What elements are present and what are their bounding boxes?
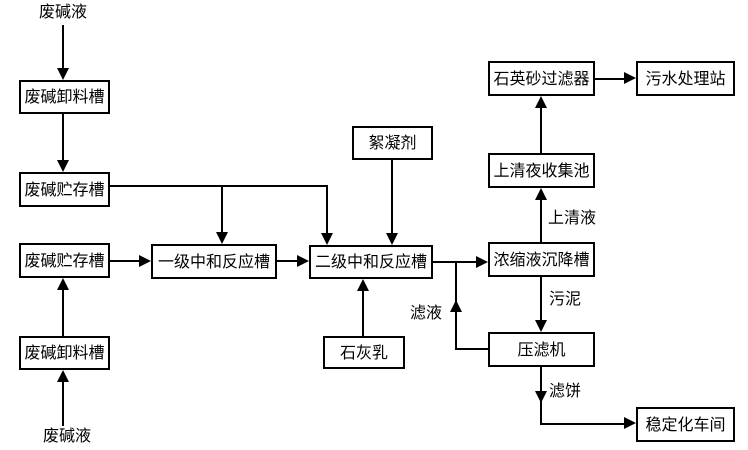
connector-unloadtop-storagetop-line: [62, 114, 64, 162]
edge-label-supernatant: 上清液: [548, 208, 597, 227]
edge-label-filter-cake: 滤饼: [549, 381, 582, 400]
node-neutralization-stage2: 二级中和反应槽: [309, 245, 433, 279]
connector-srctop-unloadtop-line: [62, 25, 64, 70]
connector-srcbottom-unloadbottom-line: [62, 382, 64, 426]
connector-quartz-sewage-line: [595, 78, 626, 80]
arrowhead-right-icon: [476, 256, 488, 268]
arrowhead-up-icon: [450, 300, 462, 312]
edge-label-sludge: 污泥: [549, 289, 582, 308]
connector-branch-neutral2-line: [326, 185, 328, 234]
arrowhead-down-icon: [57, 160, 69, 172]
arrowhead-right-icon: [297, 255, 309, 267]
arrowhead-down-icon: [321, 233, 333, 245]
arrowhead-up-icon: [535, 188, 547, 200]
node-lime-milk: 石灰乳: [323, 336, 405, 369]
arrowhead-up-icon: [535, 96, 547, 108]
connector-filtrate-return-hline: [455, 348, 488, 350]
connector-unloadbottom-storagebottom-line: [62, 290, 64, 336]
node-concentrate-settling-tank: 浓缩液沉降槽: [488, 242, 595, 277]
arrowhead-up-icon: [57, 278, 69, 290]
node-unloading-tank-top: 废碱卸料槽: [19, 80, 110, 114]
label-waste-alkali-liquid-bottom: 废碱液: [42, 426, 91, 445]
connector-storagetop-branch-line: [110, 185, 328, 187]
arrowhead-down-icon: [216, 232, 228, 244]
connector-neutral1-neutral2-line: [277, 260, 299, 262]
arrowhead-down-icon: [535, 320, 547, 332]
node-flocculant: 絮凝剂: [352, 126, 433, 160]
connector-cake-stabilization-hline: [540, 423, 626, 425]
node-quartz-sand-filter: 石英砂过滤器: [488, 61, 595, 96]
arrowhead-down-icon: [535, 391, 547, 403]
node-supernatant-collection-pool: 上清夜收集池: [488, 153, 595, 188]
arrowhead-down-icon: [386, 233, 398, 245]
connector-flocculant-neutral2-line: [391, 160, 393, 234]
arrowhead-right-icon: [624, 72, 636, 84]
connector-pool-quartz-line: [540, 106, 542, 153]
node-storage-tank-top: 废碱贮存槽: [19, 172, 110, 207]
node-stabilization-workshop: 稳定化车间: [636, 407, 735, 442]
node-sewage-treatment-station: 污水处理站: [636, 61, 735, 96]
node-storage-tank-bottom: 废碱贮存槽: [19, 243, 110, 278]
node-neutralization-stage1: 一级中和反应槽: [151, 244, 277, 279]
node-filter-press: 压滤机: [488, 332, 595, 367]
arrowhead-up-icon: [357, 279, 369, 291]
arrowhead-right-icon: [624, 417, 636, 429]
connector-lime-neutral2-line: [362, 289, 364, 336]
connector-storagebottom-neutral1-line: [110, 260, 141, 262]
arrowhead-up-icon: [57, 370, 69, 382]
connector-settling-press-line: [540, 277, 542, 321]
connector-branch-neutral1-line: [221, 185, 223, 233]
arrowhead-right-icon: [139, 255, 151, 267]
label-waste-alkali-liquid-top: 废碱液: [38, 2, 87, 21]
arrowhead-down-icon: [57, 68, 69, 80]
connector-settling-pool-line: [540, 198, 542, 242]
node-unloading-tank-bottom: 废碱卸料槽: [19, 336, 110, 370]
edge-label-filtrate: 滤液: [410, 303, 443, 322]
